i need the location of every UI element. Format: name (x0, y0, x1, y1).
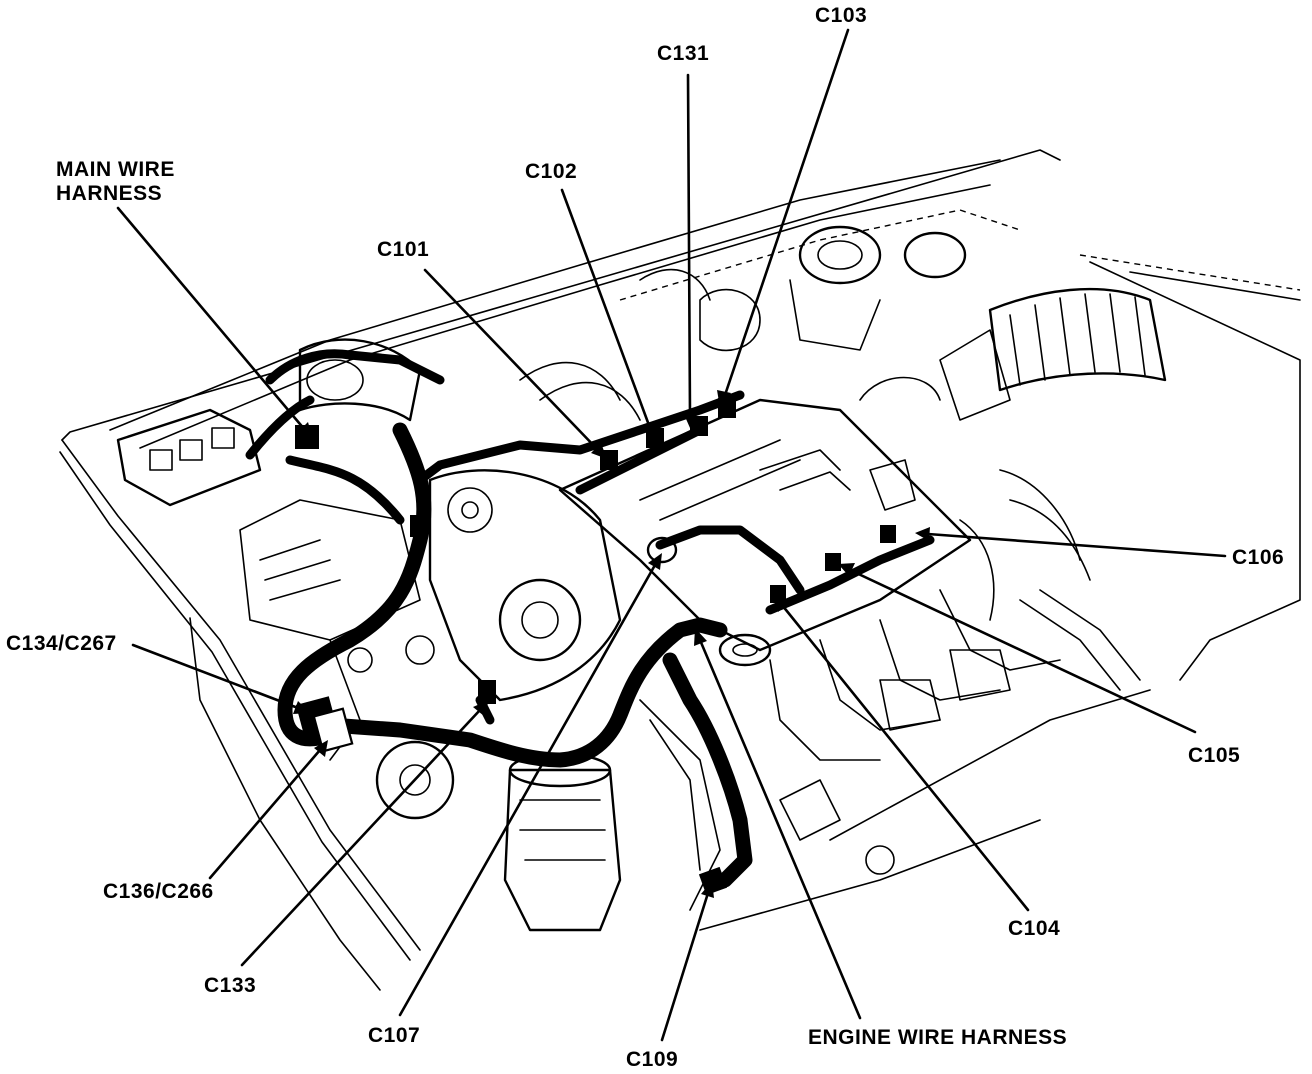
harness-routing (245, 349, 935, 888)
engine-line-art (59, 149, 1301, 991)
label-c101: C101 (377, 238, 429, 261)
label-c105: C105 (1188, 744, 1240, 767)
label-c109: C109 (626, 1048, 678, 1071)
label-main-wire-harness-line1: MAIN WIRE (56, 158, 175, 181)
label-main-wire-harness-line2: HARNESS (56, 182, 162, 205)
label-c106: C106 (1232, 546, 1284, 569)
callout-labels: C103 C131 MAIN WIRE HARNESS C102 C101 C1… (6, 4, 1284, 1071)
label-c103: C103 (815, 4, 867, 27)
label-c136-c266: C136/C266 (103, 880, 214, 903)
leader-lines (116, 28, 1227, 1042)
label-c107: C107 (368, 1024, 420, 1047)
connectors (295, 398, 896, 896)
label-c102: C102 (525, 160, 577, 183)
label-c133: C133 (204, 974, 256, 997)
label-engine-wire-harness: ENGINE WIRE HARNESS (808, 1026, 1067, 1049)
label-c104: C104 (1008, 917, 1060, 940)
label-c131: C131 (657, 42, 709, 65)
label-c134-c267: C134/C267 (6, 632, 117, 655)
